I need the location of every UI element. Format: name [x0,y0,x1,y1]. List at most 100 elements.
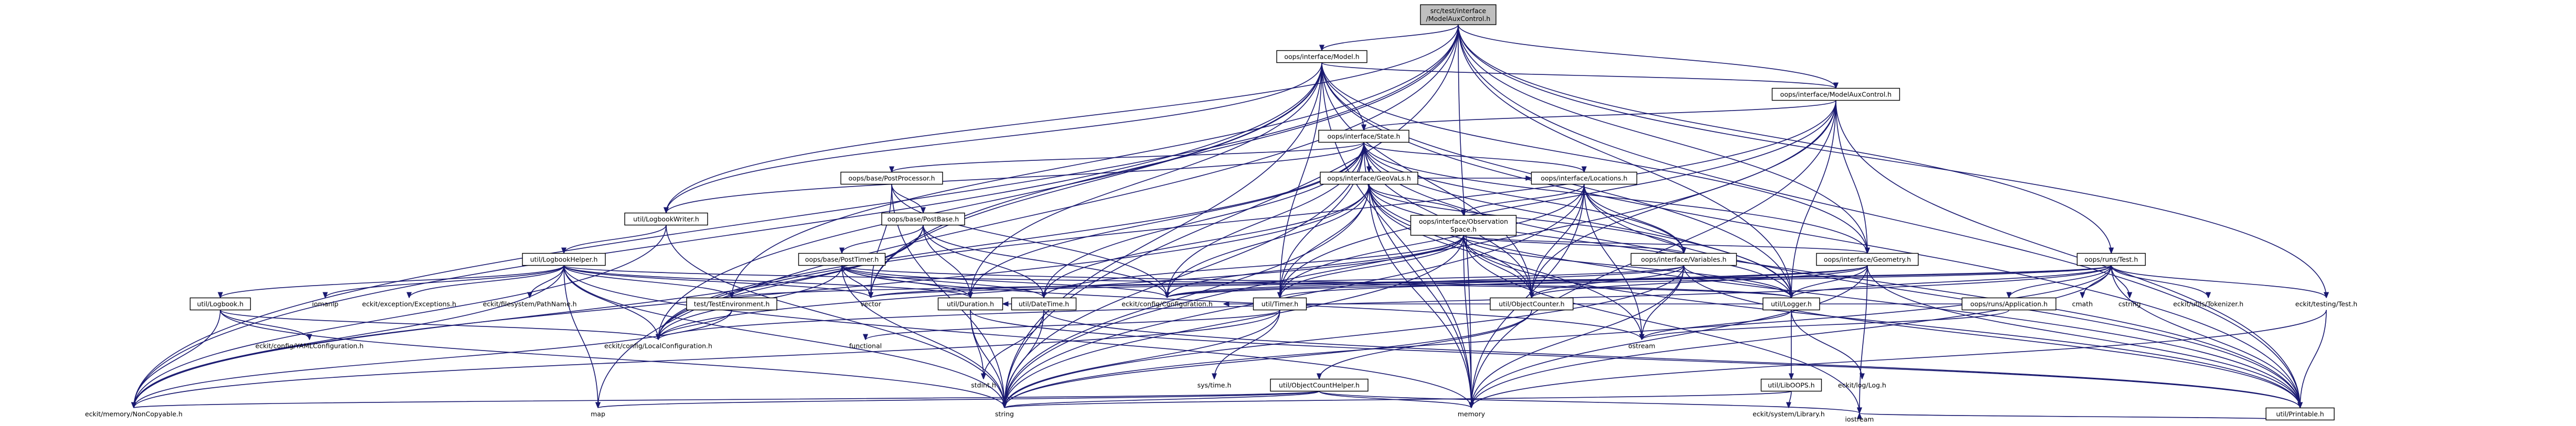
node-label-exceptions: eckit/exception/Exceptions.h [362,300,456,308]
edge-test-to-eckittest [2111,265,2326,298]
node-box-logbookwriter [624,212,708,226]
edge-state-to-datetime [1044,142,1364,298]
edge-model-to-duration [970,62,1322,298]
node-geometry[interactable]: oops/interface/Geometry.h [1816,253,1919,266]
node-label-logbookhelper: util/LogbookHelper.h [530,256,598,264]
node-label-objcounthelper: util/ObjectCountHelper.h [1279,381,1360,389]
node-box-test [2077,253,2146,266]
edge-test-to-logger [1791,265,2112,299]
edge-geometry-to-iostream [1859,265,1868,413]
node-printable[interactable]: util/Printable.h [2265,407,2335,421]
edge-locations-to-obsspace [1463,184,1585,216]
node-datetime[interactable]: util/DateTime.h [1011,297,1077,311]
edge-variables-to-logger [1683,265,1791,298]
edge-root-to-eckittest [1458,24,2326,298]
edge-logbook-to-noncopyable [134,310,221,408]
node-logbook[interactable]: util/Logbook.h [189,297,251,311]
edge-datetime-to-printable [1043,310,2300,408]
node-duration[interactable]: util/Duration.h [937,297,1003,311]
edge-logbookwriter-to-noncopyable [134,225,667,408]
node-label-string: string [995,410,1014,418]
edge-locations-to-string [1004,184,1585,408]
edge-obsspace-to-objectcounter [1463,235,1532,298]
edge-logger-to-ostream [1642,310,1792,340]
edge-timer-to-noncopyable [134,310,1280,408]
edge-model-to-logbookwriter [666,62,1322,213]
node-box-duration [937,297,1003,311]
edge-geovals-to-configuration [1167,184,1370,298]
edge-model-to-localconf [658,62,1322,340]
edge-logbookhelper-to-map [563,265,598,408]
edge-test-to-memory [1471,265,2112,408]
edge-obsspace-to-printable [1463,235,2300,408]
edge-variables-to-memory [1471,265,1684,408]
node-postbase[interactable]: oops/base/PostBase.h [881,212,965,226]
node-objcounthelper[interactable]: util/ObjectCountHelper.h [1270,378,1369,392]
edge-geovals-to-datetime [1044,184,1370,298]
node-posttimer[interactable]: oops/base/PostTimer.h [798,253,886,266]
edge-obsspace-to-iostream [1463,235,1859,413]
node-eckitlog: eckit/log/Log.h [1838,381,1886,389]
edge-model-to-string [1004,62,1322,408]
edge-logbookhelper-to-memory [563,265,1471,408]
edge-variables-to-objectcounter [1532,265,1684,298]
edge-liboops-to-string [1004,390,1792,409]
node-timer[interactable]: util/Timer.h [1253,297,1307,311]
node-label-posttimer: oops/base/PostTimer.h [805,256,879,264]
node-label-stdint: stdint.h [971,381,996,389]
node-objectcounter[interactable]: util/ObjectCounter.h [1490,297,1574,311]
node-liboops[interactable]: util/LibOOPS.h [1760,378,1822,392]
node-test[interactable]: oops/runs/Test.h [2077,253,2146,266]
node-state[interactable]: oops/interface/State.h [1318,129,1409,143]
edge-modelaux-to-printable [1835,100,2300,408]
node-configuration: eckit/config/Configuration.h [1121,300,1213,308]
node-geovals[interactable]: oops/interface/GeoVaLs.h [1320,171,1418,185]
edge-logbook-to-localconf [220,309,658,341]
node-model[interactable]: oops/interface/Model.h [1276,50,1367,63]
node-stdint: stdint.h [971,381,996,389]
node-locations[interactable]: oops/interface/Locations.h [1531,171,1638,185]
edge-geometry-to-memory [1471,265,1868,408]
edge-state-to-logbookwriter [666,142,1364,213]
node-box-logbookhelper [522,253,606,266]
node-label-geovals: oops/interface/GeoVaLs.h [1327,174,1411,182]
node-logbookwriter[interactable]: util/LogbookWriter.h [624,212,708,226]
node-systime: sys/time.h [1198,381,1232,389]
node-label-configuration: eckit/config/Configuration.h [1121,300,1213,308]
node-cstring: cstring [2119,300,2141,308]
node-postproc[interactable]: oops/base/PostProcessor.h [840,171,943,185]
node-label-cstring: cstring [2119,300,2141,308]
edge-postproc-to-postbase [891,184,923,213]
node-label-root: src/test/interface [1430,7,1487,15]
node-logger[interactable]: util/Logger.h [1762,297,1820,311]
node-label-memory: memory [1458,410,1485,418]
edge-test-to-localconf [658,265,2112,340]
node-box-logger [1762,297,1820,311]
edge-testenv-to-noncopyable [134,310,732,408]
node-label-modelaux: oops/interface/ModelAuxControl.h [1780,91,1891,99]
edge-eckittest-to-printable [2300,310,2327,408]
node-label-postbase: oops/base/PostBase.h [888,215,959,223]
node-label-vector: vector [860,300,882,308]
node-application[interactable]: oops/runs/Application.h [1961,297,2057,311]
edge-state-to-geometry [1363,142,1867,254]
edge-obsspace-to-logger [1463,235,1791,298]
edge-root-to-noncopyable [134,24,1459,408]
node-memory: memory [1458,410,1485,418]
node-label-map: map [591,410,605,418]
node-variables[interactable]: oops/interface/Variables.h [1630,253,1737,266]
edge-test-to-application [2009,265,2112,298]
node-map: map [591,410,605,418]
node-label-state: oops/interface/State.h [1328,133,1401,140]
node-root[interactable]: src/test/interface/ModelAuxControl.h [1420,4,1497,25]
node-label-objectcounter: util/ObjectCounter.h [1499,300,1564,308]
edge-model-to-geometry [1321,62,1867,254]
node-testenv[interactable]: test/TestEnvironment.h [686,297,777,311]
node-logbookhelper[interactable]: util/LogbookHelper.h [522,253,606,266]
node-label-timer: util/Timer.h [1262,300,1298,308]
edge-objcounthelper-to-iostream [1319,390,1859,414]
node-modelaux[interactable]: oops/interface/ModelAuxControl.h [1771,88,1900,101]
edge-eckittest-to-memory [1471,310,2327,408]
node-label-functional: functional [849,342,882,350]
